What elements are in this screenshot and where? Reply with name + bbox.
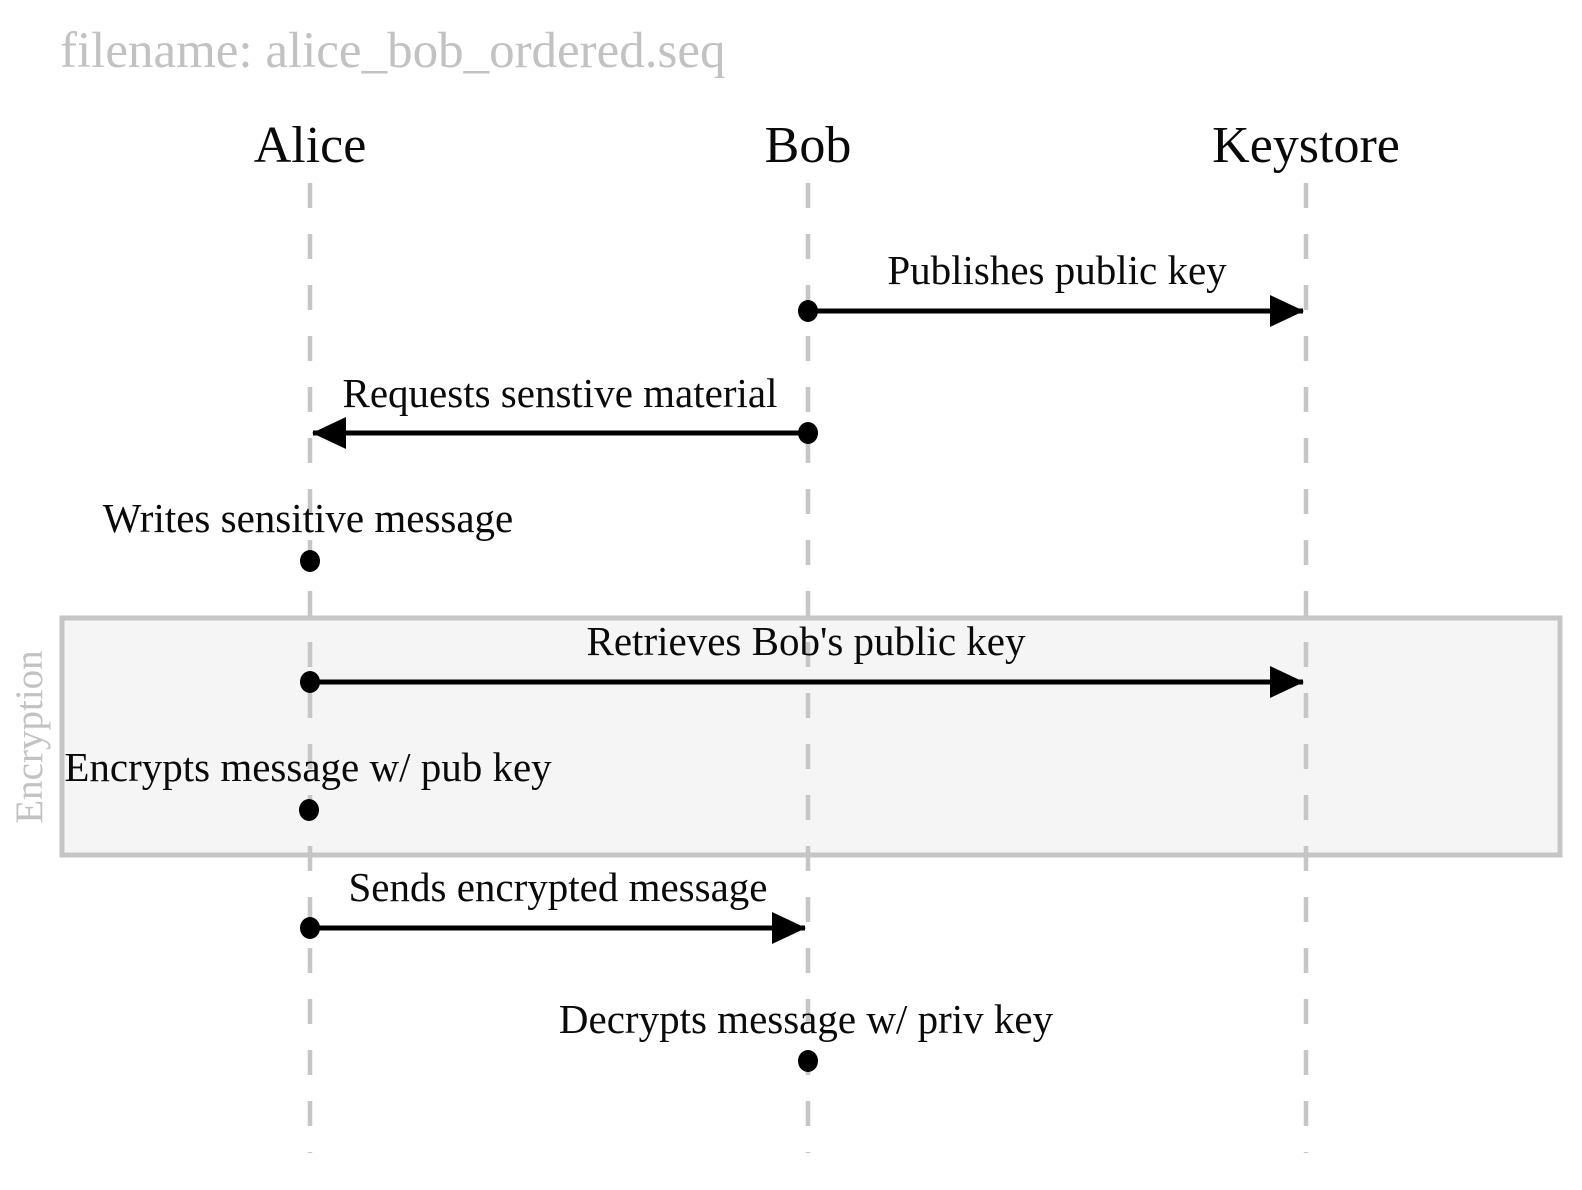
message-label-sends-encrypted-message: Sends encrypted message <box>349 864 768 910</box>
message-label-retrieves-bobs-public-key: Retrieves Bob's public key <box>587 618 1026 664</box>
message-label-publishes-public-key: Publishes public key <box>887 247 1227 293</box>
self-action-dot-bob <box>798 1050 818 1072</box>
message-origin-dot <box>798 422 818 444</box>
diagram-title: filename: alice_bob_ordered.seq <box>60 23 726 79</box>
message-label-decrypts-message-w-priv-key: Decrypts message w/ priv key <box>559 996 1054 1042</box>
actor-bob: Bob <box>765 117 852 174</box>
encryption-group-label: Encryption <box>8 650 51 823</box>
self-action-dot-alice <box>299 799 319 821</box>
message-origin-dot <box>300 917 320 939</box>
message-label-encrypts-message-w-pub-key: Encrypts message w/ pub key <box>64 744 552 790</box>
message-origin-dot <box>798 300 818 322</box>
message-origin-dot <box>300 671 320 693</box>
actor-alice: Alice <box>254 117 367 174</box>
actor-keystore: Keystore <box>1212 117 1400 174</box>
message-label-writes-sensitive-message: Writes sensitive message <box>103 495 514 541</box>
message-label-requests-senstive-material: Requests senstive material <box>343 370 778 416</box>
self-action-dot-alice <box>300 550 320 572</box>
